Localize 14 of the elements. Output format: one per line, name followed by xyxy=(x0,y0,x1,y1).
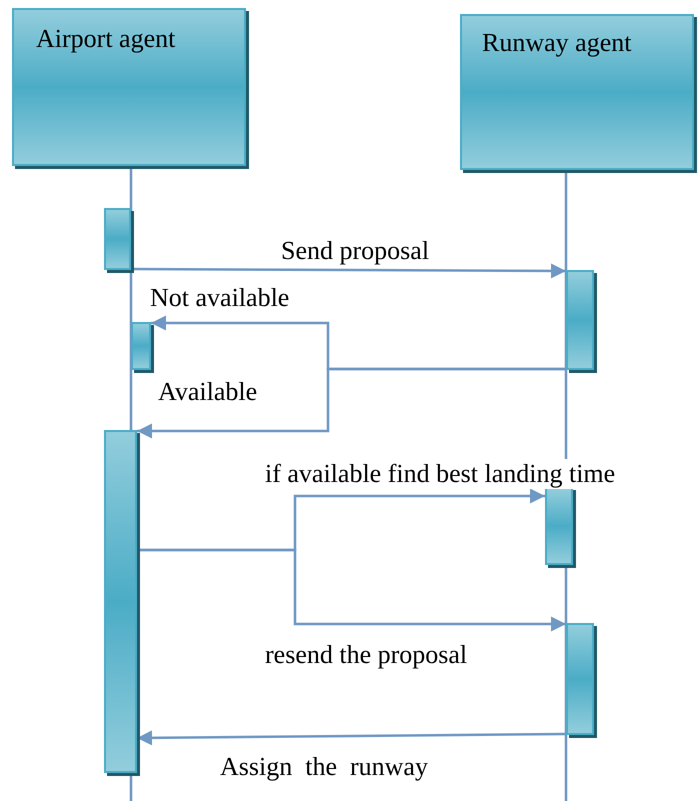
message-arrow xyxy=(137,548,566,632)
activation-bar xyxy=(104,208,131,270)
activation-bar xyxy=(566,623,594,735)
actor-name: Runway agent xyxy=(482,28,632,58)
actor-name: Airport agent xyxy=(36,24,176,54)
message-arrow xyxy=(131,263,566,278)
lifeline-header-box xyxy=(12,8,246,166)
activation-bar xyxy=(131,322,151,370)
message-arrow xyxy=(137,368,566,438)
activation-bar xyxy=(566,270,594,370)
edge-label: if available find best landing time xyxy=(265,459,616,489)
activation-bar xyxy=(545,487,573,565)
activation-bar xyxy=(104,430,137,773)
lifeline-header-box xyxy=(460,14,694,170)
